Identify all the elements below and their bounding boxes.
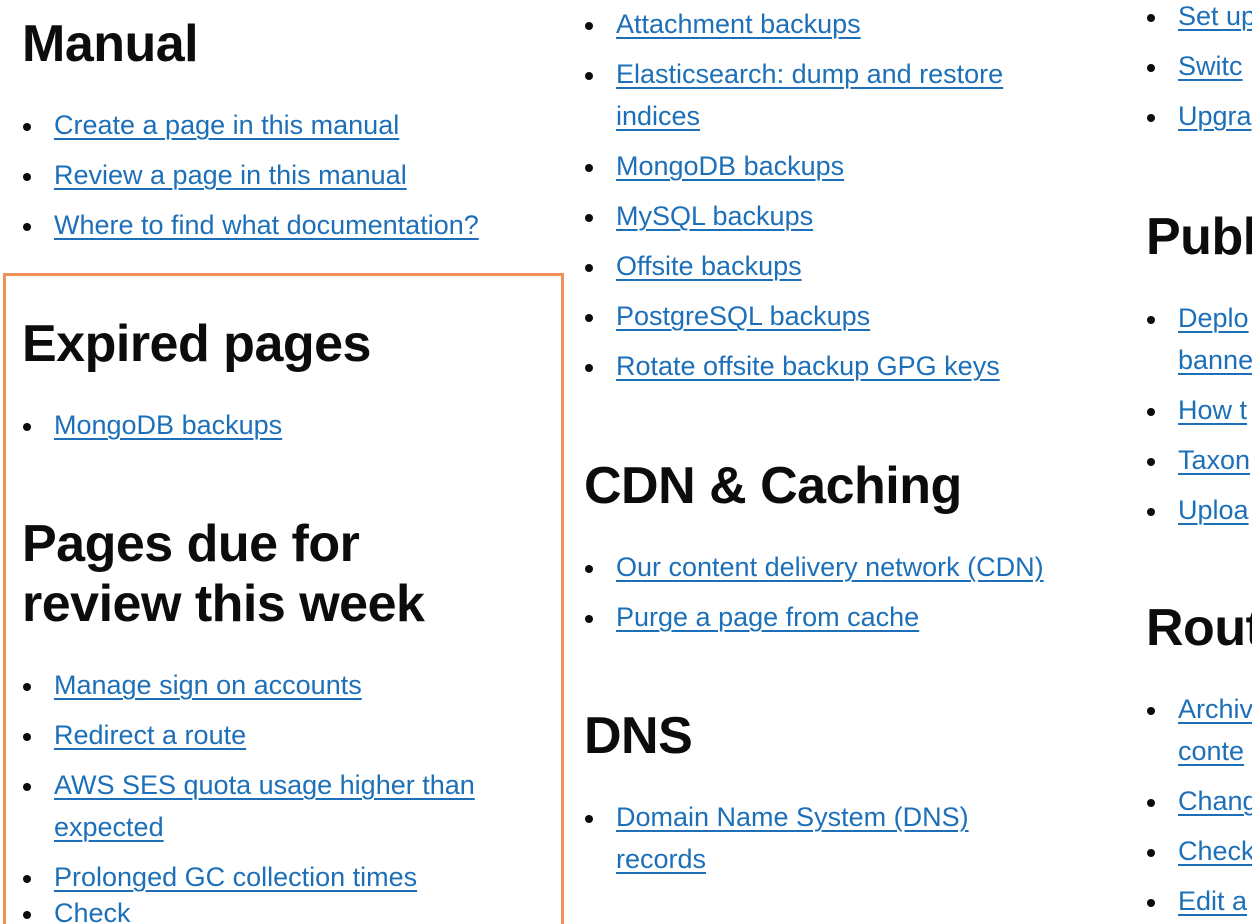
list-item: Redirect a route <box>22 714 492 756</box>
list-item: Rotate offsite backup GPG keys <box>584 345 1054 387</box>
manual-heading: Manual <box>22 15 199 73</box>
backups-links: Attachment backups Elasticsearch: dump a… <box>584 3 1054 387</box>
manual-links: Create a page in this manual Review a pa… <box>22 104 562 246</box>
list-item: MongoDB backups <box>584 145 1054 187</box>
list-item: Check <box>22 892 492 924</box>
redirect-route-link[interactable]: Redirect a route <box>54 720 247 750</box>
list-item: Elasticsearch: dump and restore indices <box>584 53 1054 137</box>
list-item: Upgra <box>1146 95 1252 137</box>
list-item: Offsite backups <box>584 245 1054 287</box>
change-link[interactable]: Chang <box>1178 786 1252 816</box>
expired-pages-section: Expired pages MongoDB backups <box>22 314 562 446</box>
list-item: Review a page in this manual <box>22 154 562 196</box>
backups-section: Attachment backups Elasticsearch: dump a… <box>584 3 1054 387</box>
cdn-section: CDN & Caching Our content delivery netwo… <box>584 456 1124 638</box>
list-item: Attachment backups <box>584 3 1054 45</box>
col3-top-links: Set up Switc Upgra <box>1146 0 1252 137</box>
dns-links: Domain Name System (DNS) records <box>584 796 1024 880</box>
routing-heading: Rout <box>1146 599 1252 657</box>
offsite-backups-link[interactable]: Offsite backups <box>616 251 802 281</box>
prolonged-gc-link[interactable]: Prolonged GC collection times <box>54 862 418 892</box>
postgresql-backups-link[interactable]: PostgreSQL backups <box>616 301 871 331</box>
list-item: Where to find what documentation? <box>22 204 562 246</box>
routing-section: Rout Archiv conte Chang Check Edit a <box>1146 598 1252 922</box>
elasticsearch-dump-link[interactable]: Elasticsearch: dump and restore indices <box>616 59 1004 131</box>
list-item: Chang <box>1146 780 1252 822</box>
list-item: Check <box>1146 830 1252 872</box>
list-item: Archiv conte <box>1146 688 1252 772</box>
switch-link[interactable]: Switc <box>1178 51 1243 81</box>
due-review-heading: Pages due for review this week <box>22 515 425 633</box>
list-item: Switc <box>1146 45 1252 87</box>
archive-content-link[interactable]: Archiv conte <box>1178 694 1252 766</box>
create-page-link[interactable]: Create a page in this manual <box>54 110 400 140</box>
list-item: Edit a <box>1146 880 1252 922</box>
edit-link[interactable]: Edit a <box>1178 886 1248 916</box>
list-item: Prolonged GC collection times <box>22 856 492 898</box>
manual-section: Manual Create a page in this manual Revi… <box>22 14 562 246</box>
column-right: Set up Switc Upgra Publ Deplo banne How … <box>1146 0 1252 924</box>
cdn-links: Our content delivery network (CDN) Purge… <box>584 546 1124 638</box>
due-review-section: Pages due for review this week Manage si… <box>22 514 492 924</box>
list-item: MySQL backups <box>584 195 1054 237</box>
rotate-gpg-keys-link[interactable]: Rotate offsite backup GPG keys <box>616 351 1000 381</box>
find-documentation-link[interactable]: Where to find what documentation? <box>54 210 479 240</box>
mongodb-backups-link[interactable]: MongoDB backups <box>616 151 845 181</box>
highlight-box <box>3 273 564 924</box>
cdn-link[interactable]: Our content delivery network (CDN) <box>616 552 1044 582</box>
routing-links: Archiv conte Chang Check Edit a <box>1146 688 1252 922</box>
check-route-link[interactable]: Check <box>1178 836 1252 866</box>
how-to-link[interactable]: How t <box>1178 395 1248 425</box>
expired-pages-heading: Expired pages <box>22 315 371 373</box>
list-item: PostgreSQL backups <box>584 295 1054 337</box>
manage-sign-on-link[interactable]: Manage sign on accounts <box>54 670 362 700</box>
list-item: How t <box>1146 389 1252 431</box>
upload-link[interactable]: Uploa <box>1178 495 1249 525</box>
upgrade-link[interactable]: Upgra <box>1178 101 1252 131</box>
list-item: Create a page in this manual <box>22 104 562 146</box>
set-up-link[interactable]: Set up <box>1178 1 1252 31</box>
publishing-heading: Publ <box>1146 208 1252 266</box>
publishing-links: Deplo banne How t Taxon Uploa <box>1146 297 1252 531</box>
attachment-backups-link[interactable]: Attachment backups <box>616 9 861 39</box>
mysql-backups-link[interactable]: MySQL backups <box>616 201 814 231</box>
check-link[interactable]: Check <box>54 898 131 924</box>
dns-heading: DNS <box>584 707 693 765</box>
dns-section: DNS Domain Name System (DNS) records <box>584 706 1024 880</box>
list-item: Taxon <box>1146 439 1252 481</box>
deploy-banner-link[interactable]: Deplo banne <box>1178 303 1252 375</box>
list-item: Deplo banne <box>1146 297 1252 381</box>
list-item: AWS SES quota usage higher than expected <box>22 764 492 848</box>
list-item: MongoDB backups <box>22 404 562 446</box>
col3-top-section: Set up Switc Upgra <box>1146 0 1252 137</box>
expired-pages-links: MongoDB backups <box>22 404 562 446</box>
list-item: Set up <box>1146 0 1252 37</box>
publishing-section: Publ Deplo banne How t Taxon Uploa <box>1146 207 1252 531</box>
list-item: Domain Name System (DNS) records <box>584 796 1024 880</box>
list-item: Uploa <box>1146 489 1252 531</box>
due-review-links: Manage sign on accounts Redirect a route… <box>22 664 492 924</box>
list-item: Purge a page from cache <box>584 596 1124 638</box>
list-item: Our content delivery network (CDN) <box>584 546 1124 588</box>
cdn-heading: CDN & Caching <box>584 457 962 515</box>
expired-mongodb-backups-link[interactable]: MongoDB backups <box>54 410 283 440</box>
review-page-link[interactable]: Review a page in this manual <box>54 160 407 190</box>
purge-cache-link[interactable]: Purge a page from cache <box>616 602 920 632</box>
aws-ses-quota-link[interactable]: AWS SES quota usage higher than expected <box>54 770 475 842</box>
list-item: Manage sign on accounts <box>22 664 492 706</box>
taxonomy-link[interactable]: Taxon <box>1178 445 1251 475</box>
dns-records-link[interactable]: Domain Name System (DNS) records <box>616 802 969 874</box>
